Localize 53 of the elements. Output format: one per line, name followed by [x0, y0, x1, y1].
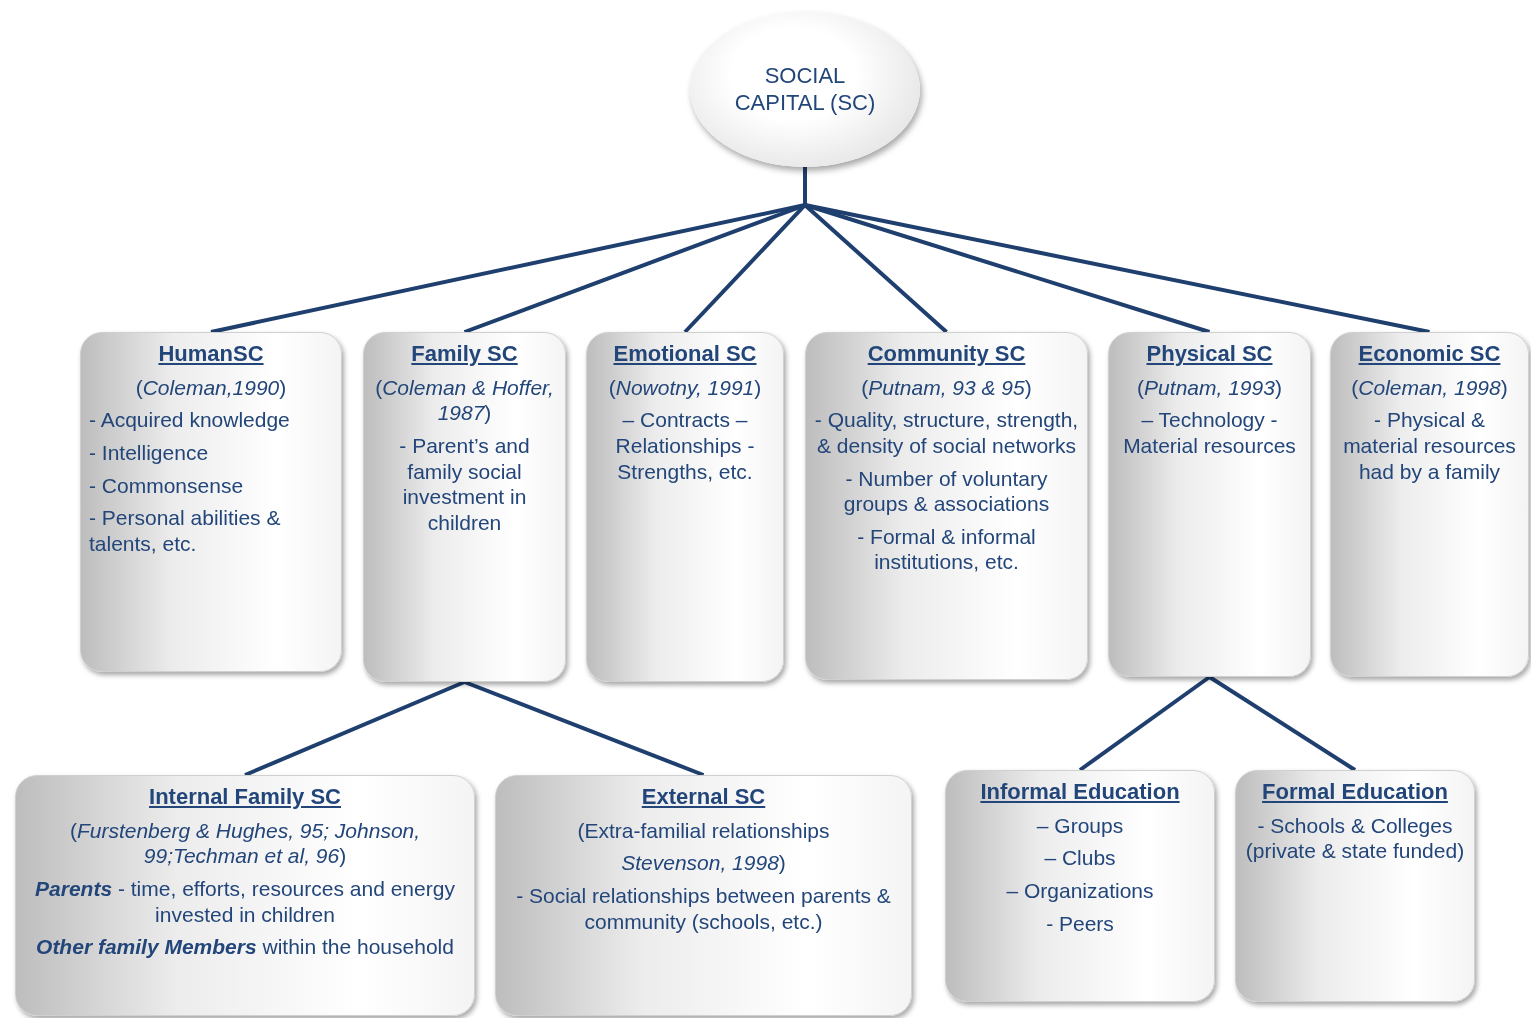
node-text: - Intelligence — [89, 440, 210, 466]
node-heading: Community SC — [866, 341, 1027, 368]
node-text: – Organizations — [1005, 878, 1155, 904]
node-text: - Schools & Colleges (private & state funded) — [1244, 812, 1466, 865]
node-text: - Social relationships between parents & community (schools, etc.) — [515, 883, 892, 935]
node-text: (Extra-familial relationships — [576, 817, 831, 844]
node-text: - Commonsense — [89, 472, 245, 499]
node-text: - Quality, structure, strength, & density of social networks — [814, 407, 1079, 459]
node-text: – Technology - Material resources — [1122, 407, 1297, 459]
node-text: - Physical & material resources had by a family — [1342, 407, 1517, 485]
rounded-box — [1108, 332, 1311, 677]
rounded-box — [1235, 770, 1475, 1002]
node-text: - Parent’s and family social investment in children — [398, 433, 531, 536]
node-title: SOCIAL CAPITAL (SC) — [733, 62, 877, 117]
node-text: (Putnam, 93 & 95) — [860, 374, 1033, 401]
node-text: Parents - time, efforts, resources and energy invested in children — [34, 876, 456, 928]
node-text: (Furstenberg & Hughes, 95; Johnson, 99;Techman et al, 96) — [68, 817, 422, 870]
node-text: - Acquired knowledge — [89, 407, 291, 434]
rounded-box — [495, 775, 912, 1016]
node-heading: Economic SC — [1357, 341, 1502, 368]
node-text: – Clubs — [1043, 845, 1117, 872]
rounded-box — [15, 775, 475, 1016]
rounded-box — [80, 332, 342, 672]
node-text: (Coleman, 1998) — [1350, 374, 1509, 401]
node-text: (Coleman,1990) — [134, 374, 288, 401]
node-heading: Formal Education — [1261, 779, 1449, 806]
connector-line — [1078, 675, 1211, 772]
node-heading: External SC — [640, 784, 767, 811]
node-text: - Peers — [1045, 910, 1115, 937]
node-text: (Putnam, 1993) — [1136, 374, 1283, 401]
node-text: (Nowotny, 1991) — [607, 374, 763, 401]
connector-line — [244, 680, 466, 777]
rounded-box — [1330, 332, 1529, 677]
node-text: – Contracts – Relationships - Strengths, etc. — [614, 407, 756, 485]
node-heading: Family SC — [410, 341, 519, 368]
node-text: Stevenson, 1998) — [620, 850, 787, 877]
rounded-box — [363, 332, 566, 682]
rounded-box — [586, 332, 784, 682]
node-heading: Physical SC — [1145, 341, 1274, 368]
rounded-box — [945, 770, 1215, 1002]
connector-line — [1208, 675, 1357, 772]
node-text: - Formal & informal institutions, etc. — [856, 523, 1037, 576]
node-text: (Coleman & Hoffer, 1987) — [374, 374, 555, 427]
node-text: – Groups — [1035, 812, 1125, 839]
node-text: - Personal abilities & talents, etc. — [89, 505, 282, 557]
node-heading: Emotional SC — [612, 341, 758, 368]
rounded-box — [805, 332, 1088, 680]
node-text: Other family Members within the household — [35, 934, 455, 960]
node-heading: HumanSC — [157, 341, 265, 368]
node-heading: Informal Education — [979, 779, 1181, 806]
node-text: - Number of voluntary groups & associations — [842, 465, 1051, 517]
node-heading: Internal Family SC — [148, 784, 342, 811]
connector-line — [463, 680, 705, 777]
